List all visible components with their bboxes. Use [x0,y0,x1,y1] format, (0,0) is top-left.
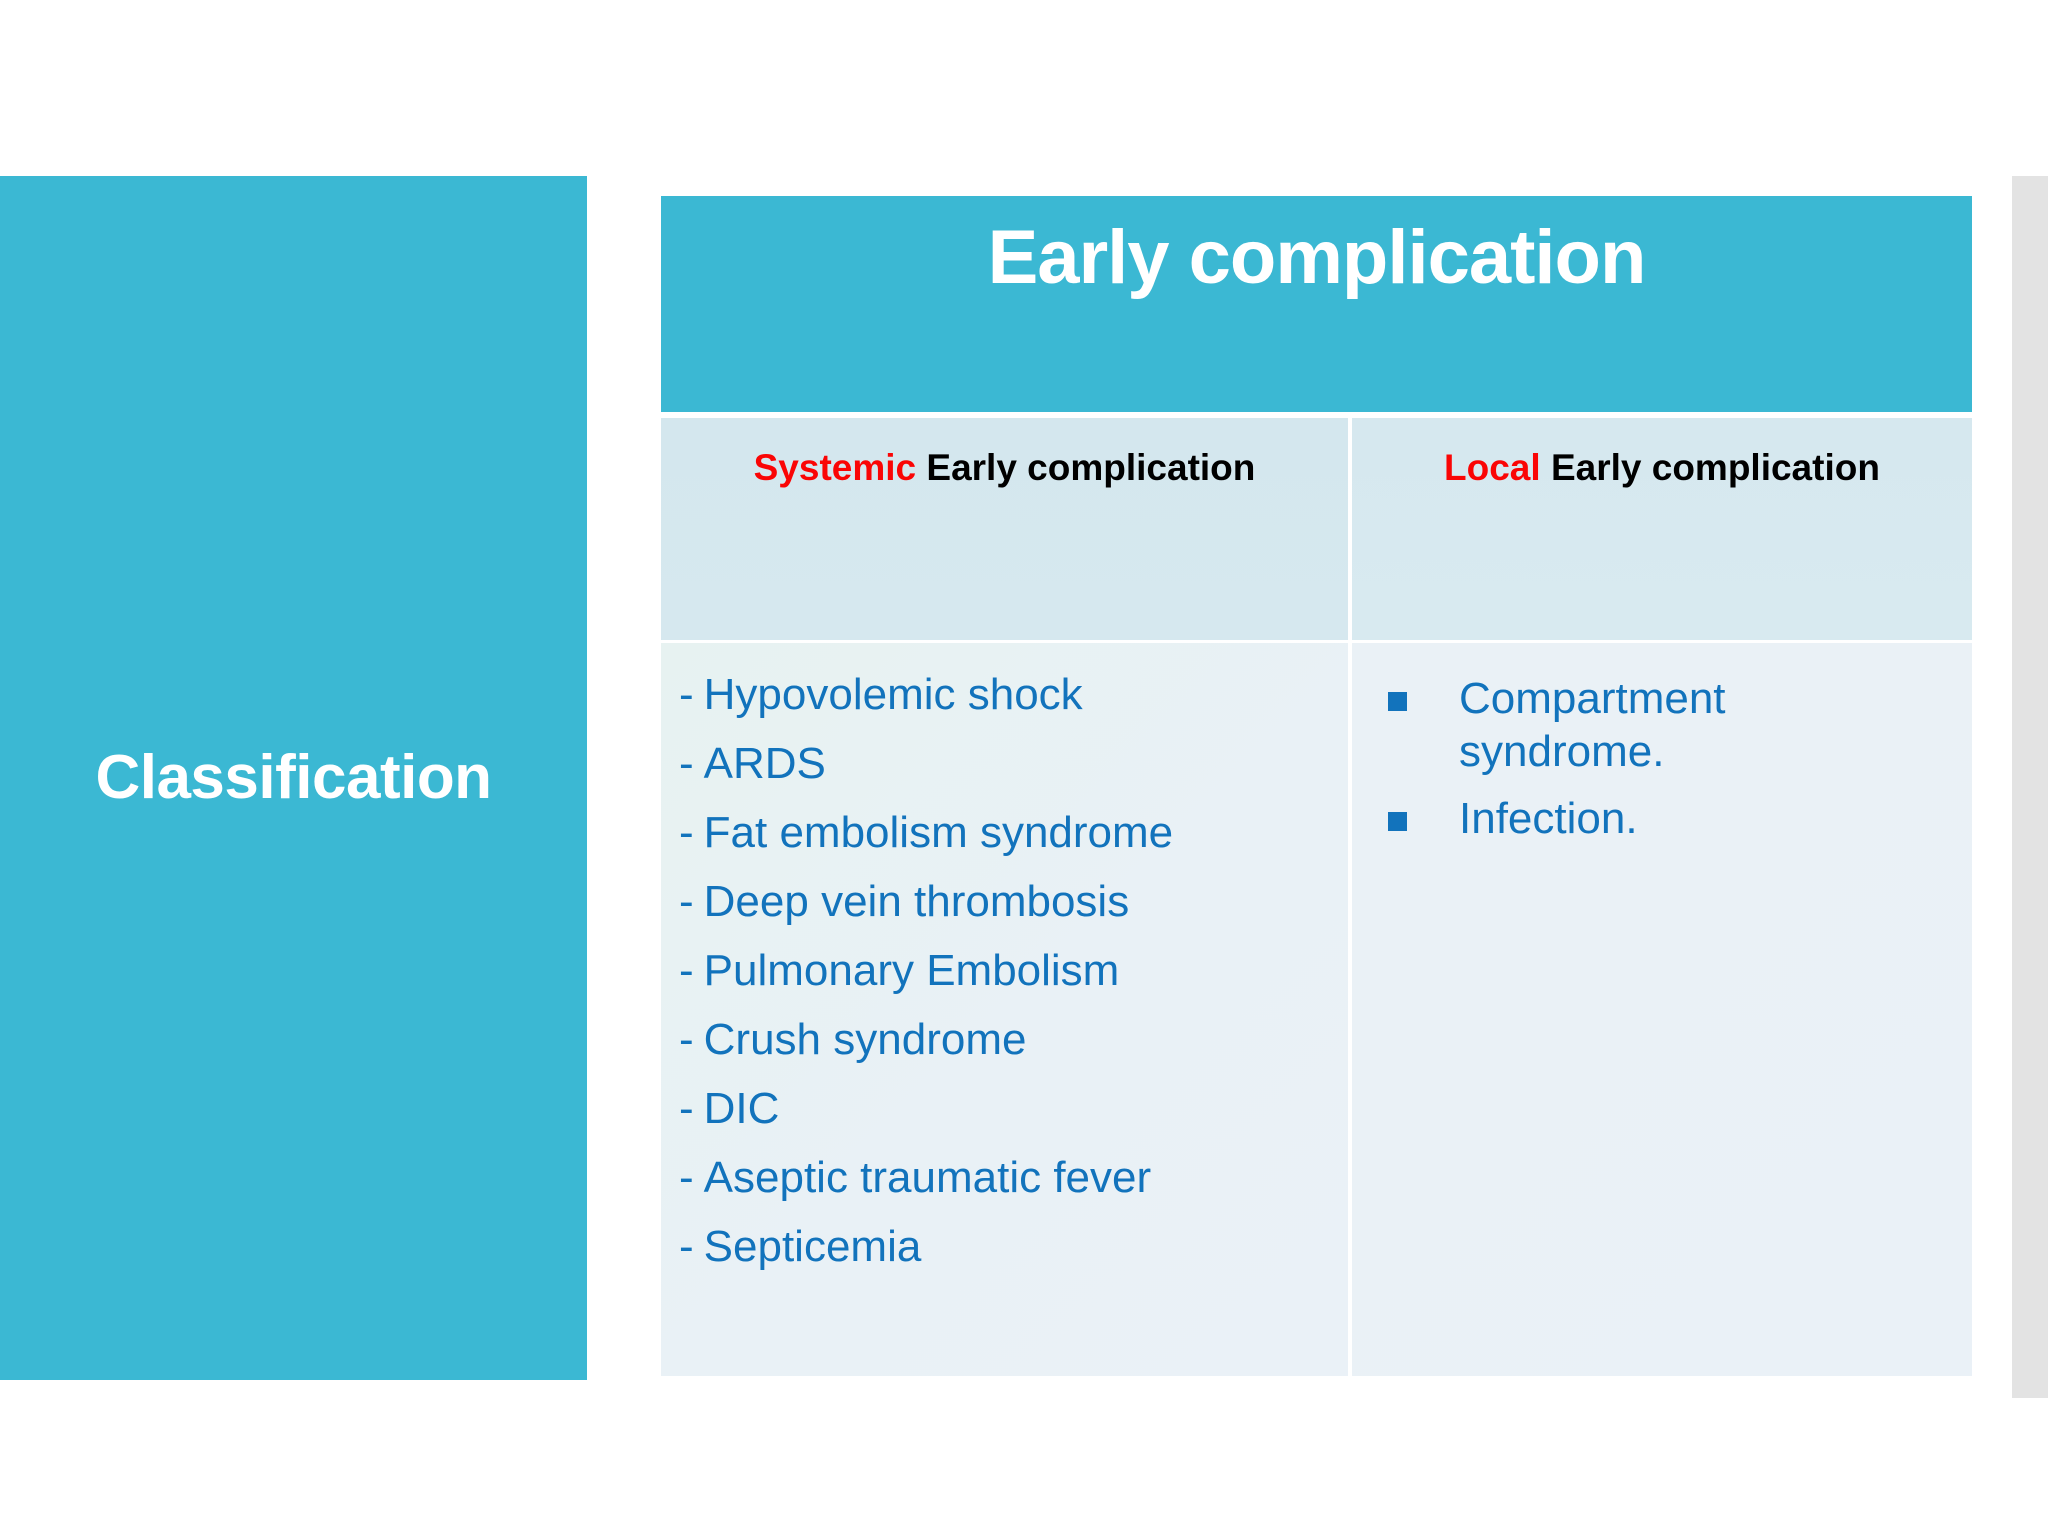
table-title: Early complication [987,215,1647,300]
header-rest-local: Early complication [1550,447,1880,488]
classification-panel: Classification [0,176,587,1380]
systemic-complication-list: - Hypovolemic shock - ARDS - Fat embolis… [679,673,1330,1269]
square-bullet-icon [1388,692,1407,711]
early-complication-table: Early complication Systemic Early compli… [661,196,1972,1380]
dash-marker-icon: - [679,1222,694,1271]
list-item-label: Septicemia [703,1222,922,1271]
list-item: - Deep vein thrombosis [679,880,1330,924]
list-item: - Pulmonary Embolism [679,949,1330,993]
list-item-label: DIC [703,1084,780,1133]
list-item-label: Compartment syndrome. [1459,674,1726,776]
dash-marker-icon: - [679,1153,694,1202]
list-item: Compartment syndrome. [1388,673,1828,779]
table-header-cell-systemic: Systemic Early complication [661,418,1348,640]
table-body-cell-local: Compartment syndrome. Infection. [1352,643,1972,1376]
square-bullet-icon [1388,811,1407,831]
list-item: - DIC [679,1087,1330,1131]
table-header-cell-local: Local Early complication [1352,418,1972,640]
list-item: Infection. [1388,793,1828,846]
table-body-row: - Hypovolemic shock - ARDS - Fat embolis… [661,643,1972,1376]
list-item-label: Crush syndrome [703,1015,1027,1064]
header-keyword-local: Local [1444,447,1541,488]
list-item-label: Fat embolism syndrome [703,808,1174,857]
header-keyword-systemic: Systemic [753,447,917,488]
list-item-label: Hypovolemic shock [703,670,1083,719]
list-item-label: Aseptic traumatic fever [703,1153,1152,1202]
list-item: - ARDS [679,742,1330,786]
dash-marker-icon: - [679,1084,694,1133]
list-item: - Septicemia [679,1225,1330,1269]
table-body-cell-systemic: - Hypovolemic shock - ARDS - Fat embolis… [661,643,1348,1376]
dash-marker-icon: - [679,670,694,719]
list-item-label: Deep vein thrombosis [703,877,1130,926]
list-item: - Crush syndrome [679,1018,1330,1062]
dash-marker-icon: - [679,808,694,857]
local-complication-list: Compartment syndrome. Infection. [1388,673,1954,845]
list-item-label: ARDS [703,739,826,788]
list-item-label: Infection. [1459,793,1638,843]
right-edge-strip [2012,176,2048,1398]
list-item-label: Pulmonary Embolism [703,946,1120,995]
dash-marker-icon: - [679,1015,694,1064]
classification-title: Classification [95,743,492,813]
list-item: - Aseptic traumatic fever [679,1156,1330,1200]
table-header-row: Systemic Early complication Local Early … [661,418,1972,640]
header-rest-systemic: Early complication [926,447,1256,488]
list-item: - Hypovolemic shock [679,673,1330,717]
dash-marker-icon: - [679,877,694,926]
dash-marker-icon: - [679,946,694,995]
list-item: - Fat embolism syndrome [679,811,1330,855]
table-title-band: Early complication [661,196,1972,412]
dash-marker-icon: - [679,739,694,788]
